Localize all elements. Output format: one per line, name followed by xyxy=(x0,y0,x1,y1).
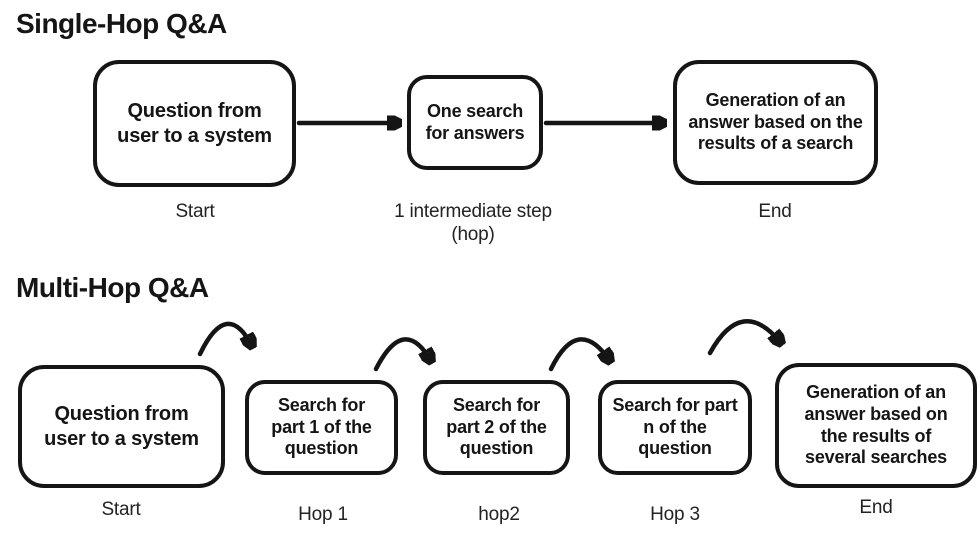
single-hop-node-question: Question from user to a system xyxy=(93,60,296,187)
multi-hop-title: Multi-Hop Q&A xyxy=(16,272,209,303)
multi-hop-node-search-part-n: Search for part n of the question xyxy=(598,380,752,475)
single-hop-node-search: One search for answers xyxy=(407,75,543,170)
node-text: One search for answers xyxy=(425,100,525,143)
multi-hop-label-start: Start xyxy=(101,499,141,520)
curved-arrow-hop-2 xyxy=(373,337,431,372)
multi-hop-label-hop-3: Hop 3 xyxy=(650,504,700,525)
node-text: Generation of an answer based on the res… xyxy=(688,89,863,154)
node-text: Search for part 2 of the question xyxy=(446,394,547,459)
node-text: Question from user to a system xyxy=(117,100,272,147)
multi-hop-label-end: End xyxy=(859,497,893,518)
curved-arrow-hop-4 xyxy=(707,319,781,356)
single-hop-label-intermediate-step: 1 intermediate step (hop) xyxy=(394,201,552,245)
node-text: Search for part n of the question xyxy=(612,394,738,459)
node-text: Question from user to a system xyxy=(44,403,199,450)
multi-hop-label-hop-1: Hop 1 xyxy=(298,504,348,525)
multi-hop-node-search-part-2: Search for part 2 of the question xyxy=(423,380,570,475)
multi-hop-label-hop-2: hop2 xyxy=(478,504,520,525)
node-text: Generation of an answer based on the res… xyxy=(804,381,948,468)
single-hop-label-start: Start xyxy=(175,201,215,222)
single-hop-label-end: End xyxy=(758,201,792,222)
multi-hop-node-search-part-1: Search for part 1 of the question xyxy=(245,380,398,475)
multi-hop-node-question: Question from user to a system xyxy=(18,365,225,488)
curved-arrow-hop-3 xyxy=(548,337,610,372)
multi-hop-node-generation: Generation of an answer based on the res… xyxy=(775,363,977,488)
curved-arrow-hop-1 xyxy=(197,321,252,357)
single-hop-node-generation: Generation of an answer based on the res… xyxy=(673,60,878,185)
single-hop-title: Single-Hop Q&A xyxy=(16,8,227,39)
node-text: Search for part 1 of the question xyxy=(271,394,372,459)
